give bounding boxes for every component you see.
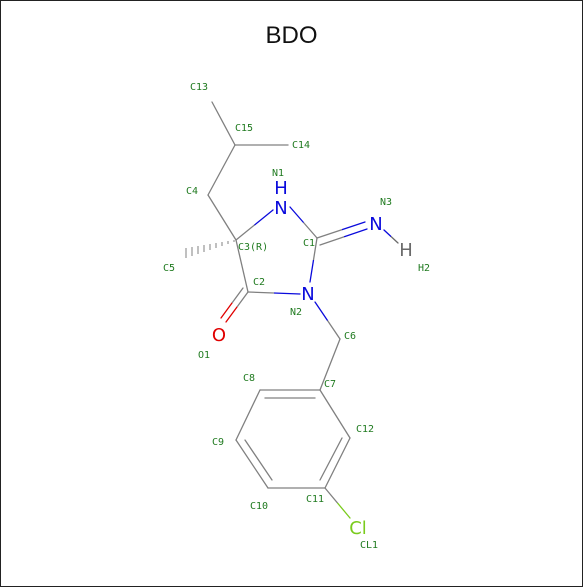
atom-id-c15: C15 — [235, 123, 253, 134]
atom-id-c12: C12 — [356, 424, 374, 435]
hashed-wedge-c3-c5 — [185, 240, 235, 258]
bond-n3-h2 — [383, 229, 399, 244]
atom-id-n3: N3 — [380, 197, 392, 208]
atom-id-c14: C14 — [292, 140, 310, 151]
bond-c12-c7 — [319, 389, 351, 439]
bond-c1-n3-a — [316, 221, 366, 239]
atom-id-c13: C13 — [190, 82, 208, 93]
atom-id-c1: C1 — [303, 238, 315, 249]
atom-id-c8: C8 — [243, 373, 255, 384]
atom-id-c2: C2 — [253, 277, 265, 288]
atom-cl1-label: Cl — [349, 518, 367, 539]
atom-n1-h-label: H — [274, 178, 288, 199]
bond-c1-n2 — [309, 237, 318, 283]
atom-id-h2: H2 — [418, 263, 430, 274]
atom-id-c11: C11 — [306, 494, 324, 505]
bond-c11-cl1 — [324, 487, 351, 519]
bond-c2-c3 — [235, 239, 249, 293]
bond-c9-c10 — [235, 439, 269, 489]
atom-h2-label: H — [399, 240, 413, 261]
bond-c8-c9 — [235, 389, 261, 441]
atom-id-cl1: CL1 — [360, 540, 378, 551]
atom-id-c7: C7 — [324, 379, 336, 390]
bond-n2-c2 — [247, 291, 301, 295]
bond-c6-c7 — [319, 338, 341, 391]
bond-c2-o1-a — [225, 291, 249, 323]
atom-id-c5: C5 — [163, 263, 175, 274]
atom-id-c10: C10 — [250, 501, 268, 512]
bond-c4-c3 — [207, 194, 237, 241]
aromatic-inner-c9-c10 — [244, 439, 273, 481]
atom-o1-label: O — [212, 325, 226, 346]
molecule-title: BDO — [265, 22, 318, 49]
bond-c15-c4 — [207, 144, 236, 196]
aromatic-inner-c11-c12 — [319, 437, 343, 481]
bond-c2-o1-b — [220, 287, 244, 319]
atom-n1-label: N — [274, 198, 287, 219]
bond-n2-c6 — [314, 301, 341, 340]
atom-n2-label: N — [301, 284, 314, 305]
atom-id-c9: C9 — [212, 437, 224, 448]
atom-id-c6: C6 — [344, 331, 356, 342]
atom-id-n2: N2 — [290, 307, 302, 318]
bond-c11-c12 — [324, 437, 351, 489]
atom-id-c4: C4 — [186, 186, 198, 197]
bond-c13-c15 — [211, 101, 236, 146]
bond-c1-n3-b — [319, 228, 368, 246]
atom-id-o1: O1 — [198, 350, 210, 361]
bond-n1-c1 — [289, 206, 318, 239]
atom-n3-label: N — [369, 214, 382, 235]
atom-id-c3: C3(R) — [238, 242, 268, 253]
bond-c3-n1 — [235, 209, 274, 241]
atom-id-n1: N1 — [272, 168, 284, 179]
